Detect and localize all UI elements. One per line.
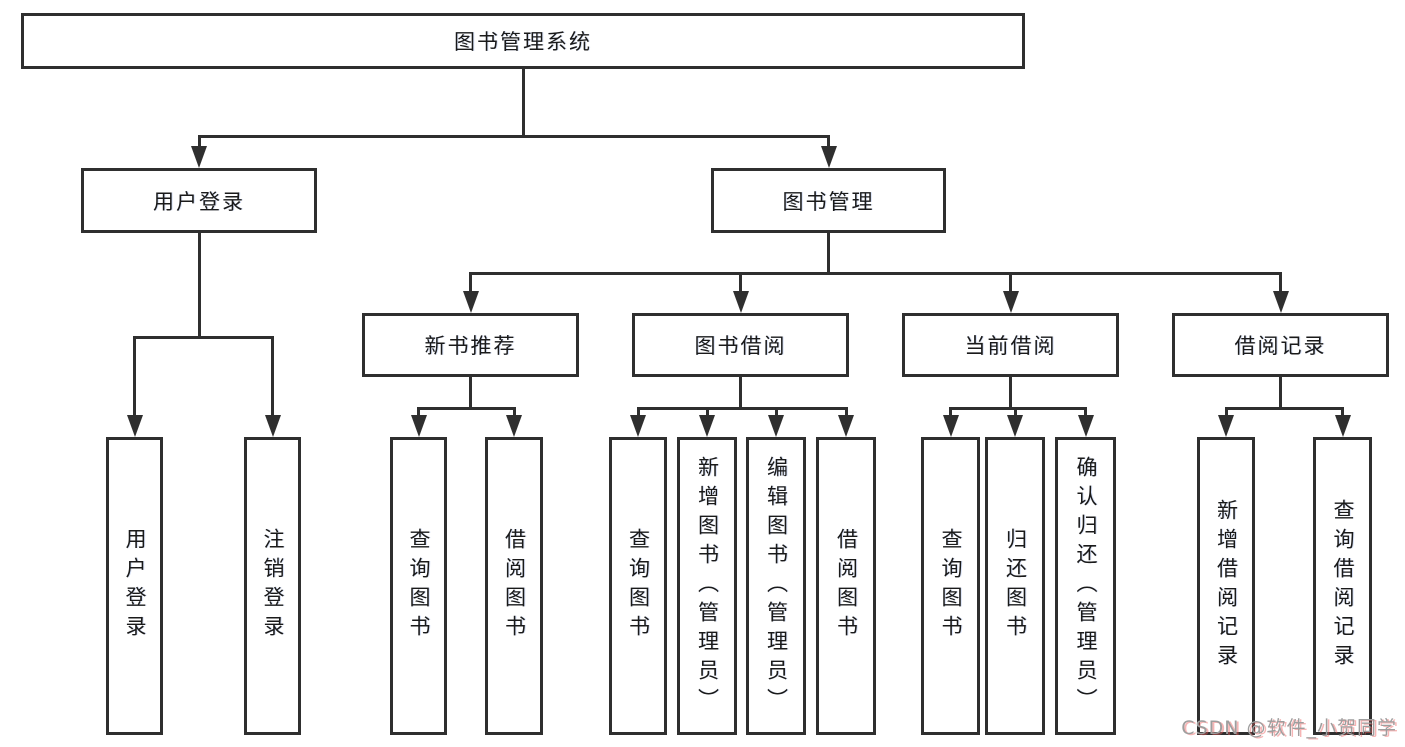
connector-drop <box>1013 407 1017 417</box>
node-label: 借阅记录 <box>1234 334 1327 358</box>
diagram-node-bbq: 查询图书 <box>609 437 667 735</box>
diagram-node-ul: 用户登录 <box>106 437 163 735</box>
diagram-node-mgmt: 图书管理 <box>711 168 946 233</box>
arrow-down-icon <box>264 415 281 437</box>
connector-split <box>133 336 274 339</box>
diagram-node-login: 用户登录 <box>81 168 317 233</box>
diagram-node-records: 借阅记录 <box>1172 313 1389 377</box>
connector-drop <box>417 407 420 417</box>
csdn-watermark: CSDN @软件_小贺同学 <box>1181 717 1397 739</box>
connector-drop <box>1009 272 1012 293</box>
diagram-node-nbq: 查询图书 <box>390 437 447 735</box>
diagram-node-current: 当前借阅 <box>902 313 1119 377</box>
connector-drop <box>844 407 848 417</box>
connector-stem <box>739 377 742 410</box>
connector-drop <box>774 407 778 417</box>
diagram-node-nbb: 借阅图书 <box>485 437 543 735</box>
node-label: 新增借阅记录 <box>1214 499 1239 673</box>
node-label: 借阅图书 <box>834 528 859 644</box>
diagram-node-rq: 查询借阅记录 <box>1313 437 1372 735</box>
arrow-down-icon <box>1007 415 1023 437</box>
diagram-node-lo: 注销登录 <box>244 437 301 735</box>
diagram-node-root: 图书管理系统 <box>21 13 1025 69</box>
arrow-down-icon <box>1272 291 1289 313</box>
arrow-down-icon <box>1334 415 1351 437</box>
connector-stem <box>521 69 525 138</box>
arrow-down-icon <box>506 415 522 437</box>
connector-stem <box>197 233 201 339</box>
node-label: 当前借阅 <box>964 334 1057 358</box>
node-label: 注销登录 <box>261 528 286 644</box>
arrow-down-icon <box>462 291 479 313</box>
arrow-down-icon <box>630 415 646 437</box>
connector-stem <box>827 233 830 275</box>
connector-drop <box>133 336 136 417</box>
arrow-down-icon <box>126 415 143 437</box>
connector-drop <box>827 135 830 148</box>
connector-drop <box>469 272 472 293</box>
connector-drop <box>271 336 274 417</box>
node-label: 图书借阅 <box>694 334 787 358</box>
connector-split <box>636 407 848 410</box>
connector-drop <box>636 407 640 417</box>
node-label: 新增图书（管理员） <box>695 455 720 717</box>
connector-split <box>949 407 1087 410</box>
arrow-down-icon <box>1218 415 1234 437</box>
arrow-down-icon <box>768 415 784 437</box>
node-label: 图书管理 <box>782 189 875 214</box>
diagram-node-bbb: 借阅图书 <box>816 437 876 735</box>
connector-split <box>197 135 830 138</box>
connector-drop <box>1224 407 1228 417</box>
arrow-down-icon <box>942 415 959 437</box>
connector-drop <box>1341 407 1344 417</box>
diagram-node-bba: 新增图书（管理员） <box>677 437 737 735</box>
node-label: 编辑图书（管理员） <box>764 455 789 717</box>
diagram-node-bbe: 编辑图书（管理员） <box>746 437 806 735</box>
node-label: 图书管理系统 <box>454 30 592 54</box>
arrow-down-icon <box>410 415 427 437</box>
node-label: 用户登录 <box>153 189 245 214</box>
node-label: 查询图书 <box>407 528 432 644</box>
node-label: 查询借阅记录 <box>1331 499 1356 673</box>
arrow-down-icon <box>1077 415 1094 437</box>
connector-drop <box>949 407 952 417</box>
diagram-node-newbook: 新书推荐 <box>362 313 579 377</box>
node-label: 查询图书 <box>939 528 964 644</box>
arrow-down-icon <box>820 146 837 168</box>
node-label: 归还图书 <box>1003 528 1028 644</box>
connector-drop <box>705 407 709 417</box>
diagram-node-cbq: 查询图书 <box>921 437 980 735</box>
connector-stem <box>1279 377 1282 410</box>
arrow-down-icon <box>732 291 749 313</box>
diagram-node-borrow: 图书借阅 <box>632 313 849 377</box>
node-label: 确认归还（管理员） <box>1074 455 1099 717</box>
connector-stem <box>1009 377 1012 410</box>
connector-drop <box>1084 407 1087 417</box>
diagram-node-ra: 新增借阅记录 <box>1197 437 1255 735</box>
connector-split <box>469 272 1282 275</box>
diagram-node-cbr: 归还图书 <box>985 437 1045 735</box>
connector-stem <box>469 377 472 410</box>
arrow-down-icon <box>1002 291 1019 313</box>
connector-drop <box>197 135 201 148</box>
connector-drop <box>512 407 516 417</box>
connector-drop <box>1279 272 1282 293</box>
arrow-down-icon <box>191 146 207 168</box>
node-label: 查询图书 <box>626 528 651 644</box>
node-label: 用户登录 <box>123 528 148 644</box>
connector-split <box>1224 407 1344 410</box>
arrow-down-icon <box>838 415 854 437</box>
node-label: 新书推荐 <box>424 334 517 358</box>
node-label: 借阅图书 <box>502 528 527 644</box>
diagram-node-cbc: 确认归还（管理员） <box>1055 437 1116 735</box>
connector-split <box>417 407 516 410</box>
connector-drop <box>739 272 742 293</box>
arrow-down-icon <box>699 415 715 437</box>
